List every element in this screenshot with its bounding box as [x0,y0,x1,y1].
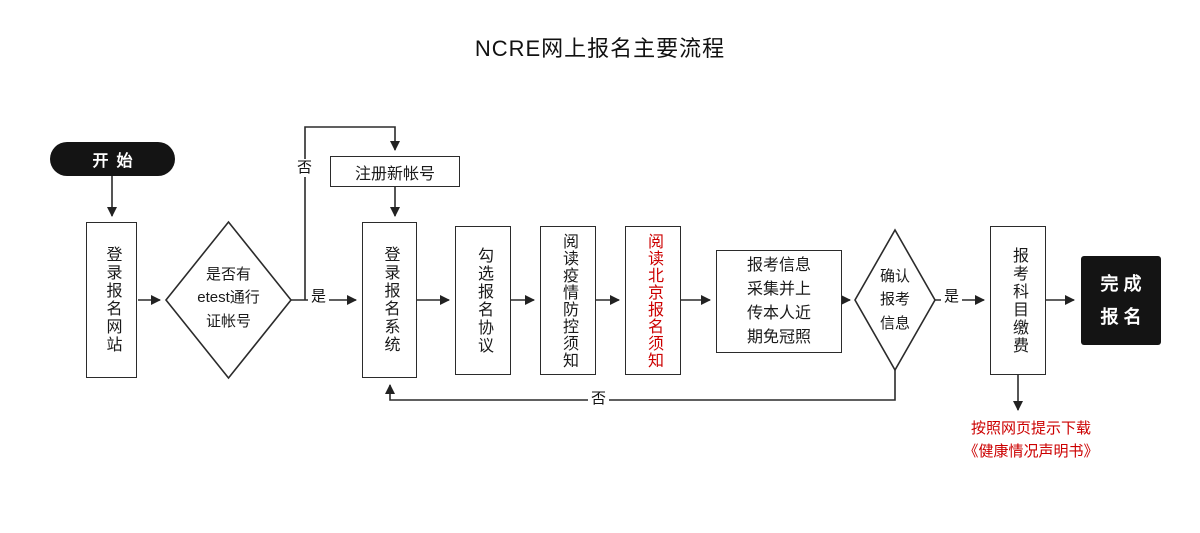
node-login-system: 登录报名系统 [362,222,417,378]
decision-confirm-info-text: 确认 报考 信息 [860,265,930,335]
decision-has-account-shape [164,220,293,380]
decision-confirm-info-shape [854,228,936,372]
node-collect-info: 报考信息 采集并上 传本人近 期免冠照 [716,250,842,353]
decision-has-account-line1: 是否有 [205,266,251,283]
node-beijing-notice-label: 阅读北京报名须知 [645,232,662,369]
node-finish-line1: 完成 [1100,274,1147,295]
node-start-label: 开始 [92,153,141,170]
decision-confirm-info-line3: 信息 [879,314,910,332]
footnote-line2: 《健康情况声明书》 [963,443,1099,461]
decision-confirm-info-line2: 报考 [879,291,910,309]
node-check-agreement: 勾选报名协议 [455,226,511,375]
decision-has-account-line3: 证帐号 [205,312,251,330]
node-finish-line2: 报名 [1100,306,1147,327]
edge-label-yes-pay: 是 [941,288,963,306]
decision-confirm-info-line1: 确认 [879,268,910,285]
node-collect-info-line2: 采集并上 [746,280,811,298]
footnote-line1: 按照网页提示下载 [970,420,1091,437]
node-pay-subjects-label: 报考科目缴费 [1010,246,1027,355]
node-epidemic-notice: 阅读疫情防控须知 [540,226,596,375]
edge-label-no-register: 否 [294,159,316,177]
decision-has-account-line2: etest通行 [197,289,260,307]
edge-label-yes-login: 是 [308,288,330,306]
node-beijing-notice: 阅读北京报名须知 [625,226,681,375]
node-login-site-label: 登录报名网站 [103,246,121,354]
footnote-download-declaration: 按照网页提示下载 《健康情况声明书》 [943,417,1119,464]
edge-label-no-back: 否 [588,390,610,408]
node-register-account-label: 注册新帐号 [354,165,435,183]
node-login-system-label: 登录报名系统 [381,246,399,354]
page-title: NCRE网上报名主要流程 [474,36,726,61]
node-register-account: 注册新帐号 [330,156,460,187]
node-login-site: 登录报名网站 [86,222,137,378]
node-collect-info-line4: 期免冠照 [746,328,811,346]
node-pay-subjects: 报考科目缴费 [990,226,1046,375]
decision-has-account-text: 是否有 etest通行 证帐号 [163,263,294,333]
node-collect-info-line3: 传本人近 [746,304,811,322]
node-check-agreement-label: 勾选报名协议 [475,246,492,355]
node-finish: 完成 报名 [1081,256,1161,345]
node-start: 开始 [50,142,175,176]
node-epidemic-notice-label: 阅读疫情防控须知 [560,232,577,369]
node-collect-info-line1: 报考信息 [746,256,811,274]
